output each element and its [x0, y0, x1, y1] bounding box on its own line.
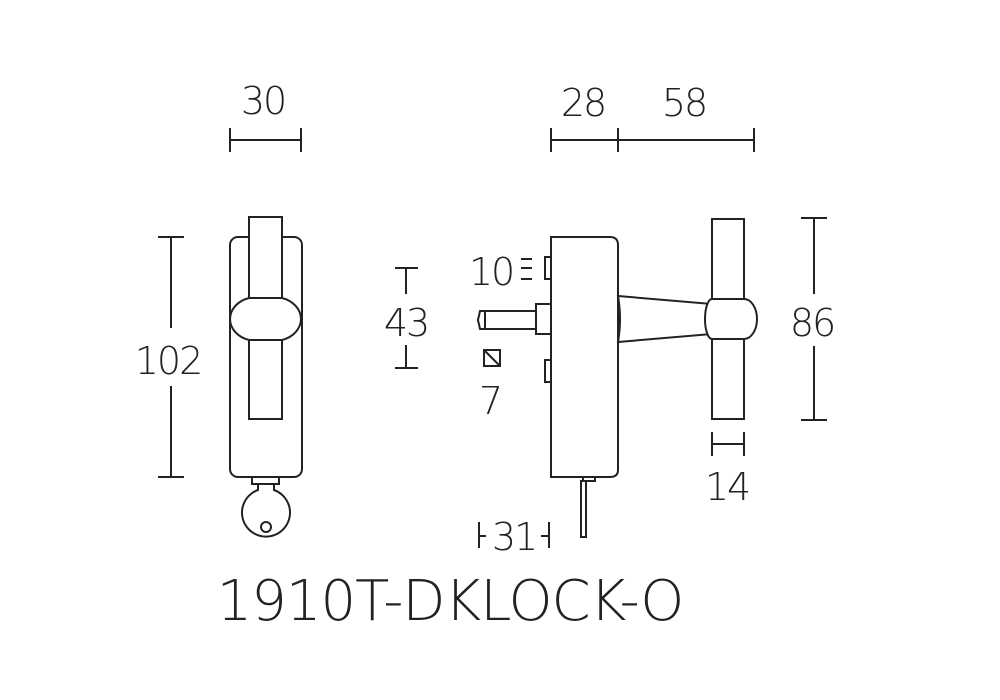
side-handle-knuckle — [704, 298, 758, 340]
handle-neck — [616, 294, 713, 344]
front-width-dimension-line — [229, 128, 302, 152]
square-spindle-icon — [483, 349, 501, 367]
front-height-label: 102 — [135, 339, 202, 383]
key-icon — [241, 483, 291, 538]
side-body-profile — [550, 236, 619, 478]
handle-height-label: 86 — [790, 301, 834, 345]
spindle-offset-label: 43 — [384, 301, 428, 345]
front-handle-knuckle — [229, 297, 302, 341]
side-key-blade — [580, 480, 587, 538]
key-offset-label: 31 — [492, 515, 536, 559]
product-code-title: 1910T-DKLOCK-O — [217, 569, 684, 634]
spindle-square-label: 7 — [479, 379, 501, 423]
front-width-label: 30 — [241, 79, 285, 123]
side-view: 28 58 43 10 7 — [384, 81, 836, 559]
spindle-length-label: 10 — [469, 250, 513, 294]
spindle-offset-dimension-line — [395, 267, 418, 369]
handle-thickness-dimension-line — [711, 432, 745, 456]
spindle — [476, 303, 552, 335]
handle-projection-label: 58 — [662, 81, 706, 125]
side-key-slot — [582, 476, 596, 482]
spindle-length-marks — [521, 258, 532, 280]
side-body-depth-label: 28 — [561, 81, 605, 125]
front-height-dimension-line — [158, 236, 184, 478]
handle-height-dimension-line — [801, 217, 827, 421]
key-offset-dimension-line — [478, 522, 550, 548]
side-depth-dimension-line — [550, 128, 755, 152]
lock-cylinder-stub — [251, 476, 280, 485]
front-view: 30 102 — [135, 79, 303, 538]
handle-thickness-label: 14 — [705, 465, 749, 509]
